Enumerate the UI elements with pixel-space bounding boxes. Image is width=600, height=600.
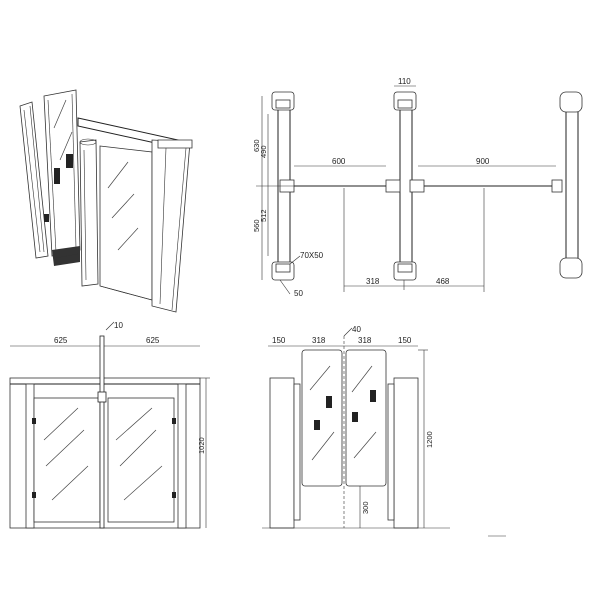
isometric-view: [19, 89, 193, 313]
dim-side-right: 150: [398, 336, 412, 345]
dim-height-mid: 490: [259, 145, 268, 158]
dim-height-lower: 560: [252, 219, 261, 232]
front-view-right: 150 318 318 150 40 300 1200: [262, 325, 506, 537]
dim-height-right: 1200: [425, 431, 434, 448]
dim-height-upper: 630: [252, 139, 261, 152]
dim-panel-right: 318: [358, 336, 372, 345]
dim-height-left: 1020: [197, 437, 206, 454]
dim-small-offset: 50: [294, 289, 303, 298]
dim-swing-right: 468: [436, 277, 450, 286]
dim-gap-right: 900: [476, 157, 490, 166]
dim-swing-left: 318: [366, 277, 380, 286]
plan-view: 600 900 110 630 490 560 512 70X50 50 318…: [252, 77, 583, 298]
plan-cabinet-right: [551, 91, 583, 279]
dim-left-half: 625: [54, 336, 68, 345]
front-view-left: 625 625 10 1020: [9, 321, 210, 529]
dim-panel-left: 318: [312, 336, 326, 345]
dim-gap-left: 600: [332, 157, 346, 166]
plan-cabinet-middle: [385, 91, 425, 281]
dim-height-lower-inner: 512: [259, 209, 268, 222]
dim-pole: 10: [114, 321, 123, 330]
dim-head-width: 110: [398, 77, 411, 86]
dim-side-left: 150: [272, 336, 286, 345]
dim-bottom-gap: 300: [361, 501, 370, 514]
dim-gap: 40: [352, 325, 361, 334]
dim-right-half: 625: [146, 336, 160, 345]
dim-bracket: 70X50: [300, 251, 324, 260]
